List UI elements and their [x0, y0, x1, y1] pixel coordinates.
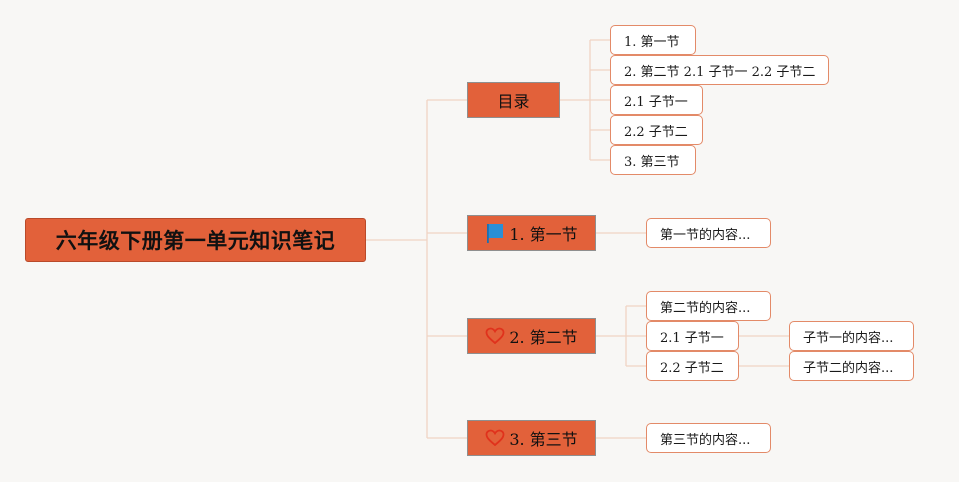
topic-toc-label: 目录 — [497, 92, 530, 111]
section-3-content-label: 第三节的内容... — [660, 432, 751, 448]
heart-icon — [485, 327, 505, 345]
subsection-2-2-content-label: 子节二的内容... — [803, 360, 894, 376]
subsection-2-1-content[interactable]: 子节一的内容... — [789, 321, 914, 351]
subsection-2-1-label: 2.1 子节一 — [660, 330, 724, 346]
toc-item-label: 3. 第三节 — [624, 154, 680, 170]
section-2-content-label: 第二节的内容... — [660, 300, 751, 316]
topic-section-2-label: 2. 第二节 — [509, 328, 578, 347]
section-1-content-label: 第一节的内容... — [660, 227, 751, 243]
toc-item-1[interactable]: 1. 第一节 — [610, 25, 696, 55]
topic-section-3-label: 3. 第三节 — [509, 430, 578, 449]
topic-section-1-label: 1. 第一节 — [509, 225, 578, 244]
subsection-2-2-label: 2.2 子节二 — [660, 360, 724, 376]
toc-item-2[interactable]: 2. 第二节 2.1 子节一 2.2 子节二 — [610, 55, 829, 85]
subsection-2-1[interactable]: 2.1 子节一 — [646, 321, 739, 351]
section-2-content[interactable]: 第二节的内容... — [646, 291, 771, 321]
root-topic[interactable]: 六年级下册第一单元知识笔记 — [25, 218, 366, 262]
subsection-2-2-content[interactable]: 子节二的内容... — [789, 351, 914, 381]
topic-toc[interactable]: 目录 — [467, 82, 560, 118]
toc-item-label: 2. 第二节 2.1 子节一 2.2 子节二 — [624, 64, 816, 80]
subsection-2-2[interactable]: 2.2 子节二 — [646, 351, 739, 381]
heart-icon — [485, 429, 505, 447]
toc-item-label: 2.1 子节一 — [624, 94, 688, 110]
section-3-content[interactable]: 第三节的内容... — [646, 423, 771, 453]
toc-item-3[interactable]: 2.1 子节一 — [610, 85, 703, 115]
topic-section-1[interactable]: 1. 第一节 — [467, 215, 596, 251]
topic-section-3[interactable]: 3. 第三节 — [467, 420, 596, 456]
toc-item-4[interactable]: 2.2 子节二 — [610, 115, 703, 145]
flag-icon — [485, 222, 505, 244]
toc-item-label: 1. 第一节 — [624, 34, 680, 50]
toc-item-5[interactable]: 3. 第三节 — [610, 145, 696, 175]
topic-section-2[interactable]: 2. 第二节 — [467, 318, 596, 354]
root-topic-label: 六年级下册第一单元知识笔记 — [55, 229, 336, 253]
subsection-2-1-content-label: 子节一的内容... — [803, 330, 894, 346]
section-1-content[interactable]: 第一节的内容... — [646, 218, 771, 248]
toc-item-label: 2.2 子节二 — [624, 124, 688, 140]
